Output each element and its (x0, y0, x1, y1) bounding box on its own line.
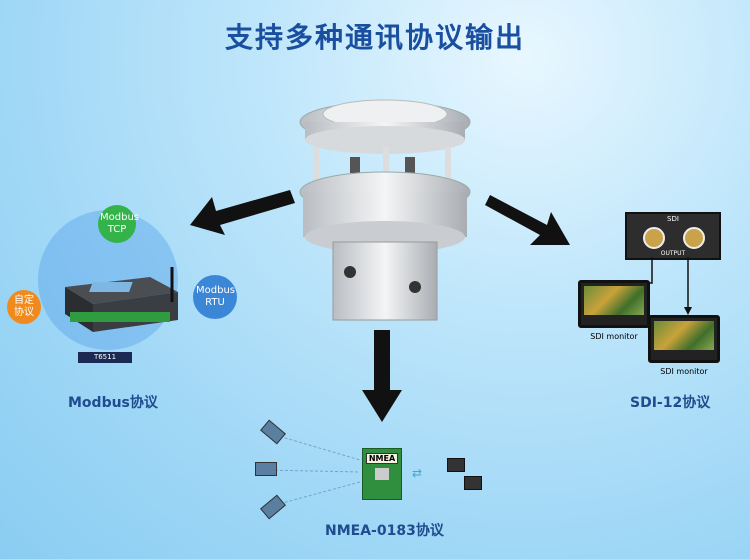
modbus-rtu-bubble: Modbus RTU (193, 275, 237, 319)
arrow-right-icon (485, 195, 570, 245)
weather-sensor-image (299, 99, 471, 321)
custom-protocol-bubble: 自定协议 (7, 290, 41, 324)
data-transfer-icon: ⇄ (412, 466, 423, 480)
module-chip (375, 468, 389, 480)
monitor-screen (654, 321, 714, 350)
device-tag: T6511 (78, 352, 132, 363)
sdi-box-header: SDI (667, 215, 679, 223)
sdi-monitor-2: SDI monitor (648, 315, 720, 376)
computer-icon (447, 458, 465, 472)
arrow-down-icon (362, 330, 402, 422)
sdi12-protocol-label: SDI-12协议 (630, 395, 711, 411)
page-title: 支持多种通讯协议输出 (224, 21, 525, 54)
sdi-output-box: SDI OUTPUT (625, 212, 721, 260)
monitor-caption: SDI monitor (660, 367, 708, 376)
monitor-screen (584, 286, 644, 315)
modbus-protocol-label: Modbus协议 (68, 395, 158, 411)
sdi-box-output-label: OUTPUT (660, 250, 686, 257)
bubble-label: Modbus TCP (100, 212, 139, 235)
satellite-signal-lines (264, 434, 361, 506)
nmea-protocol-label: NMEA-0183协议 (325, 523, 444, 539)
nmea-module: NMEA (362, 448, 402, 500)
satellite-icon (255, 462, 277, 476)
sdi-connector-icon (643, 227, 665, 249)
nmea-module-label: NMEA (366, 453, 398, 464)
arrow-left-icon (190, 190, 295, 235)
bubble-label: Modbus RTU (196, 285, 235, 308)
sdi-monitor-1: SDI monitor (578, 280, 650, 341)
bubble-label: 自定协议 (14, 295, 34, 318)
gateway-device-image (65, 267, 178, 332)
sdi-connector-icon (683, 227, 705, 249)
monitor-caption: SDI monitor (590, 332, 638, 341)
modbus-tcp-bubble: Modbus TCP (98, 205, 139, 243)
computer-icon (464, 476, 482, 490)
